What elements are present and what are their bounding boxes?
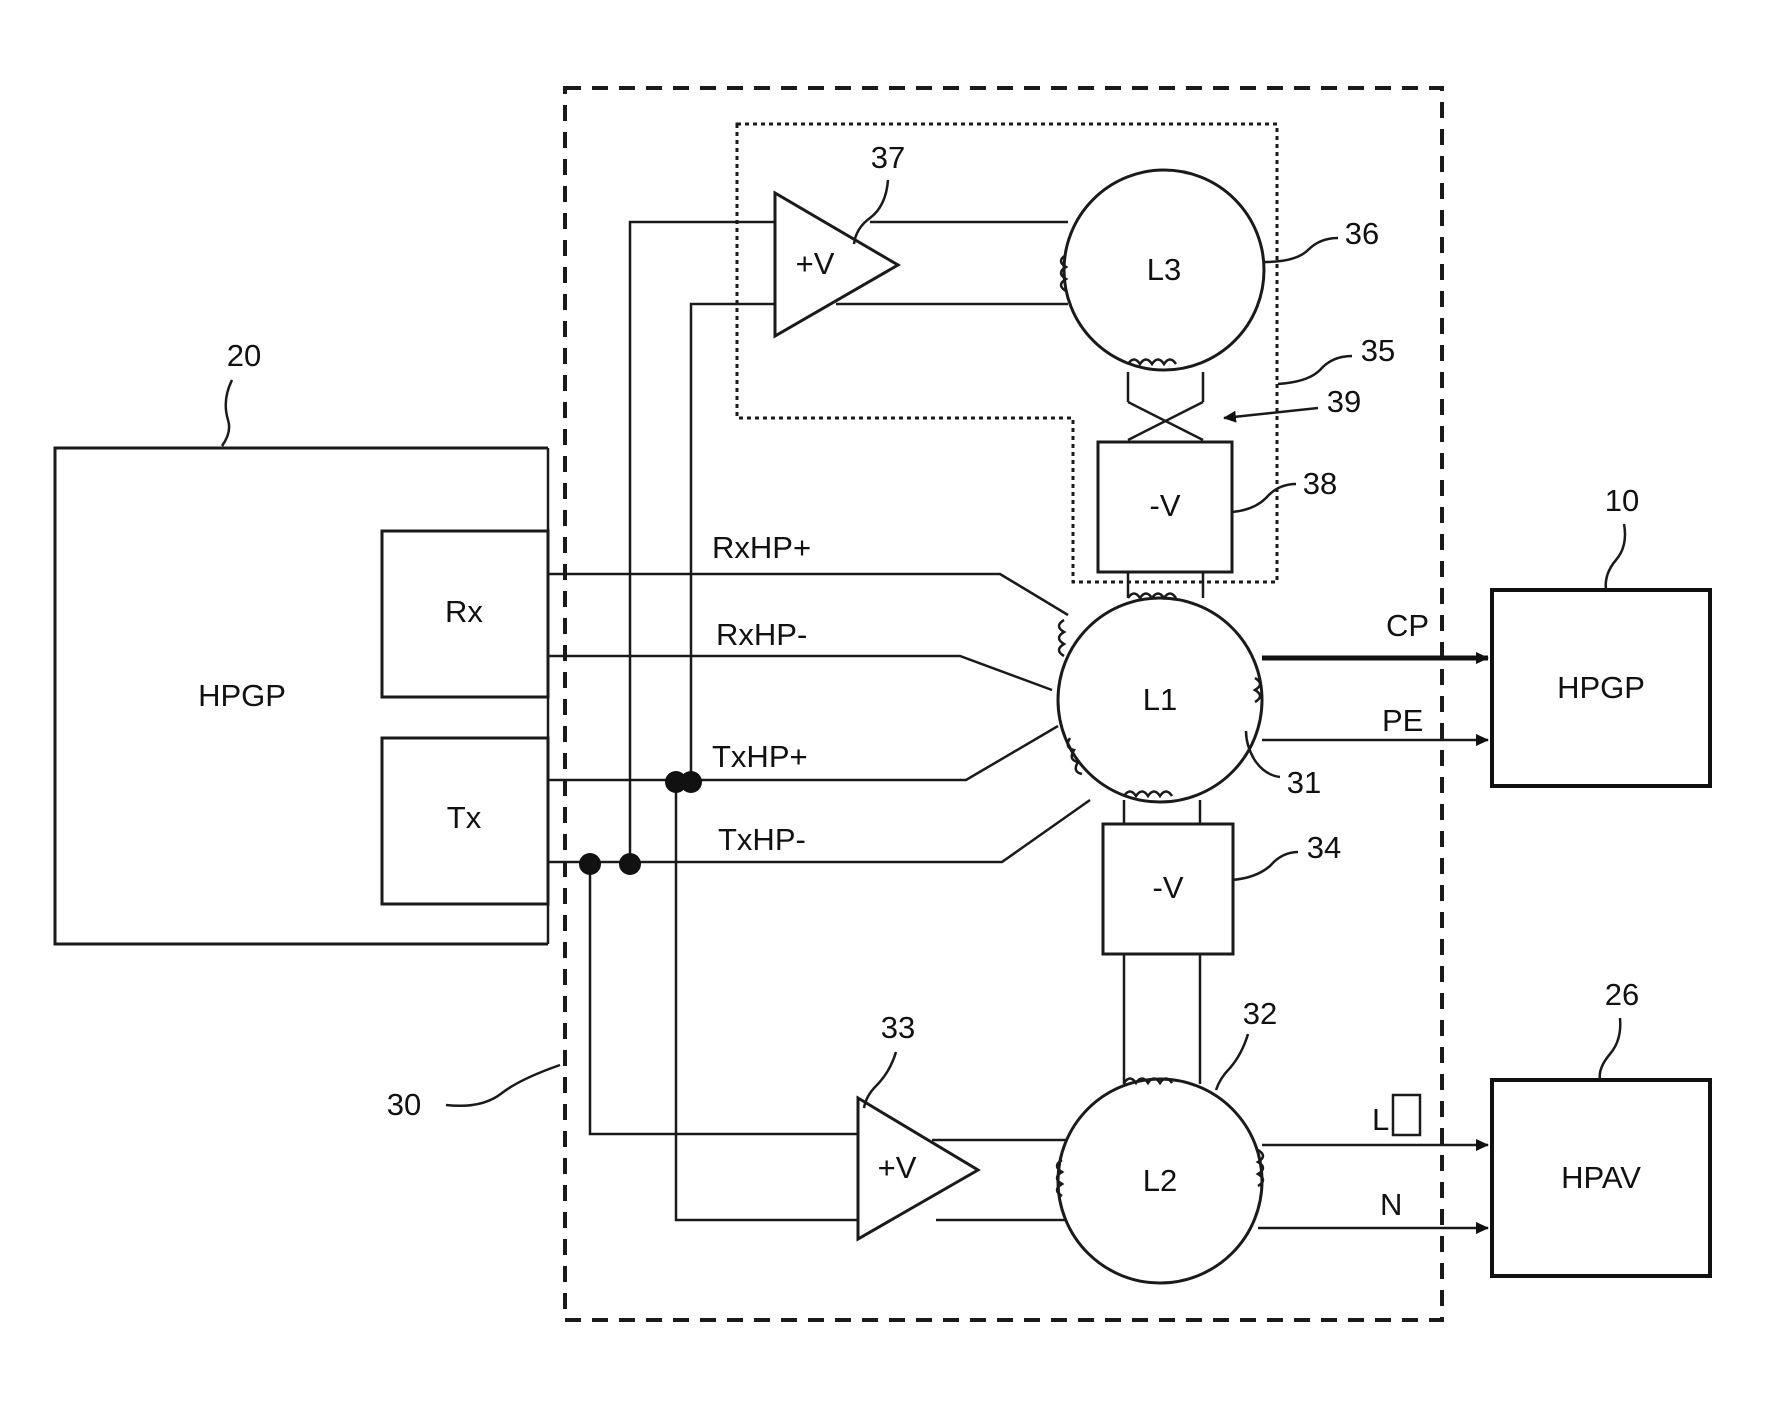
rxhp-minus-label: RxHP- (716, 617, 807, 652)
amplifier-bottom (858, 1098, 978, 1239)
svg-text:37: 37 (871, 140, 905, 175)
rx-label: Rx (445, 594, 483, 629)
svg-text:31: 31 (1287, 765, 1321, 800)
svg-text:34: 34 (1307, 830, 1341, 865)
pe-label: PE (1382, 703, 1423, 738)
signal-wiring (548, 222, 1090, 1220)
inverter-mid-label: -V (1153, 870, 1184, 905)
coil-l3-label: L3 (1147, 252, 1181, 287)
coil-l1-label: L1 (1143, 682, 1177, 717)
svg-text:33: 33 (881, 1010, 915, 1045)
junction-dots (579, 771, 702, 875)
coil-l2-label: L2 (1143, 1163, 1177, 1198)
left-hpgp-label: HPGP (198, 678, 286, 713)
svg-text:26: 26 (1605, 977, 1639, 1012)
svg-text:35: 35 (1361, 333, 1395, 368)
amplifier-top (775, 193, 898, 336)
inverter-top-label: -V (1150, 488, 1181, 523)
l-symbol (1393, 1095, 1420, 1135)
svg-text:39: 39 (1327, 384, 1361, 419)
svg-text:38: 38 (1303, 466, 1337, 501)
txhp-plus-label: TxHP+ (712, 739, 808, 774)
cp-label: CP (1386, 608, 1429, 643)
amplifier-top-label: +V (796, 246, 835, 281)
svg-text:32: 32 (1243, 996, 1277, 1031)
tx-label: Tx (447, 800, 482, 835)
right-hpgp-label: HPGP (1557, 670, 1645, 705)
svg-text:30: 30 (387, 1087, 421, 1122)
svg-text:36: 36 (1345, 216, 1379, 251)
rxhp-plus-label: RxHP+ (712, 530, 811, 565)
n-label: N (1380, 1187, 1402, 1222)
txhp-minus-label: TxHP- (718, 822, 806, 857)
amplifier-bottom-label: +V (878, 1150, 917, 1185)
coil-windings (1057, 255, 1263, 1196)
hpav-label: HPAV (1561, 1160, 1641, 1195)
l-label: L (1372, 1102, 1389, 1137)
svg-text:10: 10 (1605, 483, 1639, 518)
svg-text:20: 20 (227, 338, 261, 373)
